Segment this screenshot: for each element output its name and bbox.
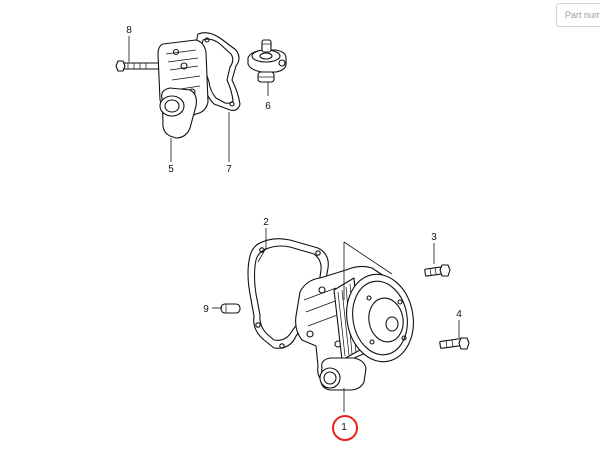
bolt-4[interactable] bbox=[439, 337, 470, 350]
bolt-3[interactable] bbox=[424, 264, 451, 277]
part-number-search[interactable] bbox=[556, 3, 600, 27]
bolt-8[interactable] bbox=[115, 60, 161, 72]
callout-9[interactable]: 9 bbox=[203, 304, 209, 315]
callout-3[interactable]: 3 bbox=[431, 232, 437, 243]
callout-7[interactable]: 7 bbox=[226, 164, 232, 175]
pin-9[interactable] bbox=[220, 303, 241, 314]
callout-2[interactable]: 2 bbox=[263, 217, 269, 228]
callout-8[interactable]: 8 bbox=[126, 25, 132, 36]
callout-4[interactable]: 4 bbox=[456, 309, 462, 320]
thermostat-6[interactable] bbox=[247, 39, 287, 83]
leader-2 bbox=[257, 228, 267, 263]
callout-1[interactable]: 1 bbox=[341, 422, 347, 433]
part-number-input[interactable] bbox=[557, 4, 600, 26]
gasket-2[interactable] bbox=[247, 238, 329, 349]
thermostat-housing-5[interactable] bbox=[157, 39, 209, 139]
callout-5[interactable]: 5 bbox=[168, 164, 174, 175]
callout-6[interactable]: 6 bbox=[265, 101, 271, 112]
highlight-circle bbox=[332, 415, 358, 441]
water-pump-1[interactable] bbox=[295, 241, 421, 391]
